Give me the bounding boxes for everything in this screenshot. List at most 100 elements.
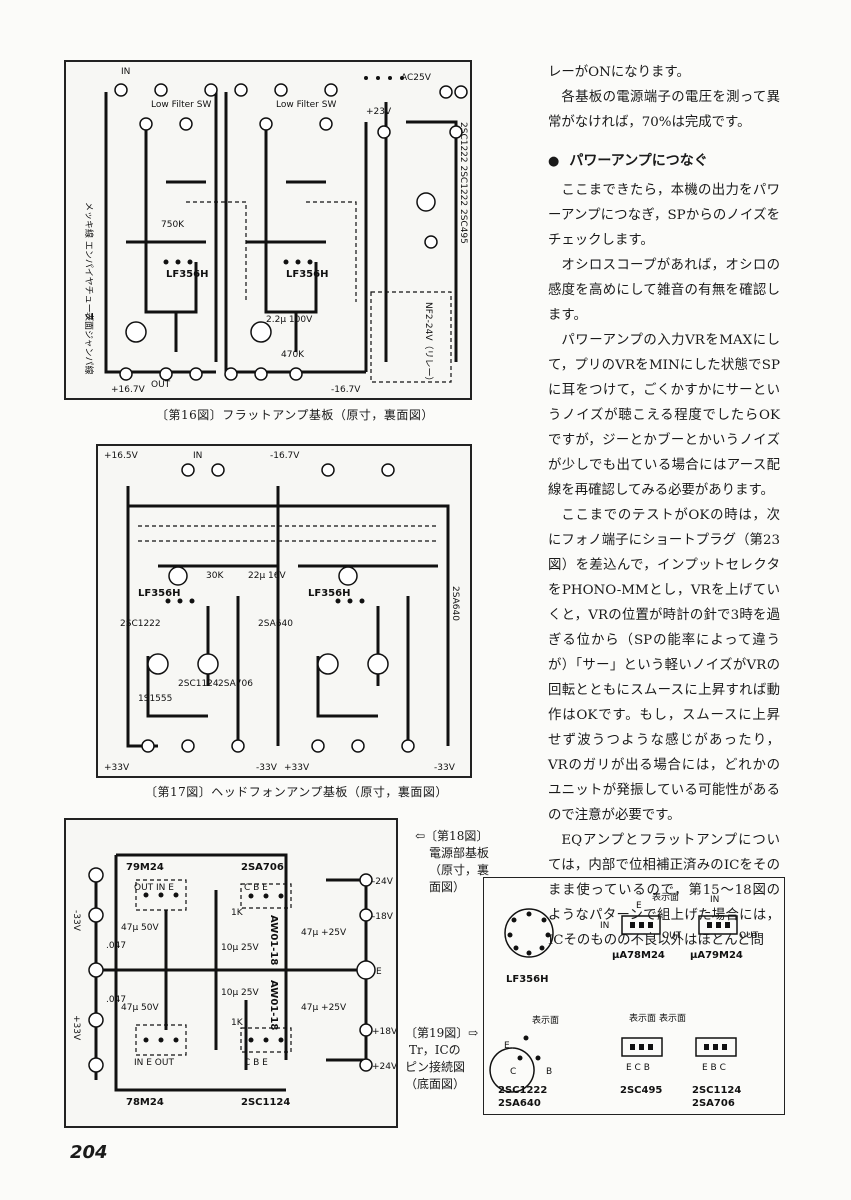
r1k-label-1: 1K <box>231 908 244 918</box>
pin-connection-diagram: LF356H μA78M24 μA79M24 表示面 E IN IN OUT O… <box>489 891 759 1109</box>
pins-top-label: OUT IN E <box>134 883 174 893</box>
lf356h-label-2: LF356H <box>286 269 328 280</box>
figure-19-side-caption: 〔第19図〕⇨ Tr，ICの ピン接続図 （底面図） <box>405 1025 478 1093</box>
p33v-label-1: +33V <box>104 763 130 773</box>
paragraph-6: ここまでのテストがOKの時は，次にフォノ端子にショートプラグ（第23図）を差込ん… <box>548 508 780 823</box>
figure-16-flat-amp-board: AC25V +23V +16.7V -16.7V LF356H LF356H メ… <box>64 60 472 400</box>
p24v-label: +24V <box>372 1062 396 1072</box>
c-pin-label: C <box>510 1067 516 1077</box>
in-label: IN <box>193 451 202 461</box>
m33v-label-2: -33V <box>434 763 456 773</box>
m167v-label: -16.7V <box>270 451 300 461</box>
t-2sc1124-label: 2SC1124 <box>178 679 219 689</box>
surface-label-top: 表示面 <box>652 891 679 903</box>
t-2sa640-label: 2SA640 <box>258 619 293 629</box>
p18v-label: +18V <box>372 1027 396 1037</box>
r750k-label: 750K <box>161 220 185 230</box>
figure-17-headphone-amp-board: +16.5V -16.7V +33V -33V +33V -33V LF356H… <box>96 444 472 778</box>
c047-label-2: .047 <box>106 995 126 1005</box>
e-label: E <box>376 967 382 977</box>
out-label: OUT <box>151 380 171 390</box>
body-text-column: レーがONになります。 各基板の電源端子の電圧を測って異常がなければ，70%は完… <box>548 60 780 953</box>
cbe-bot-label: C B E <box>244 1058 268 1068</box>
headphone-amp-pcb-diagram: +16.5V -16.7V +33V -33V +33V -33V LF356H… <box>104 451 460 773</box>
ic-78m24-label: 78M24 <box>126 1097 164 1108</box>
c47u25v-label-1: 47μ +25V <box>301 928 347 938</box>
fig19-side-line-1: 〔第19図〕⇨ <box>405 1026 479 1040</box>
t-2sc1124-label: 2SC1124 <box>692 1085 741 1096</box>
shield-wire-label: メッキ線 エンパイヤチューブ <box>83 202 95 321</box>
ac25v-label: AC25V <box>401 73 432 83</box>
transistor-list-label: 2SC1222 2SC1222 2SC495 <box>458 122 468 244</box>
page-number: 204 <box>70 1142 108 1163</box>
ua79m24-label: μA79M24 <box>690 950 743 961</box>
figure-19-pin-diagrams: LF356H μA78M24 μA79M24 表示面 E IN IN OUT O… <box>483 877 785 1115</box>
r470k-label: 470K <box>281 350 305 360</box>
paragraph-3: ここまできたら，本機の出力をパワーアンプにつなぎ，SPからのノイズをチェックしま… <box>548 183 780 248</box>
fig18-side-line-2: 電源部基板 <box>429 846 490 860</box>
c47u-label-1: 47μ 50V <box>121 923 159 933</box>
figure-16-caption: 〔第16図〕フラットアンプ基板（原寸，裏面図） <box>156 408 434 422</box>
c22u16v-label: 22μ 16V <box>248 571 286 581</box>
ic-79m24-label: 79M24 <box>126 862 164 873</box>
low-filter-sw-label: Low Filter SW <box>151 100 211 110</box>
b-pin-label: B <box>546 1067 552 1077</box>
fig18-side-line-1: ⇦〔第18図〕 <box>415 829 489 843</box>
p167v-label: +16.7V <box>111 385 146 395</box>
flat-amp-pcb-diagram: AC25V +23V +16.7V -16.7V LF356H LF356H メ… <box>83 67 468 395</box>
m24v-label: -24V <box>372 877 394 887</box>
fig18-side-line-3: （原寸，裏 <box>429 863 490 877</box>
aw01-label-1: AW01-18 <box>268 915 279 965</box>
t-2sa706-label: 2SA706 <box>218 679 253 689</box>
in-label: IN <box>121 67 130 77</box>
paragraph-2: 各基板の電源端子の電圧を測って異常がなければ，70%は完成です。 <box>548 90 780 130</box>
t-2sa706-label: 2SA706 <box>241 862 284 873</box>
pins-bot-label: IN E OUT <box>134 1058 174 1068</box>
r1k-label-2: 1K <box>231 1018 244 1028</box>
fig18-side-line-4: 面図） <box>429 880 466 894</box>
t-2sa640-right-label: 2SA640 <box>450 586 460 621</box>
lf356h-label-2: LF356H <box>308 588 350 599</box>
c047-label-1: .047 <box>106 941 126 951</box>
fig19-side-line-2: Tr，ICの <box>409 1043 461 1057</box>
figure-18-side-caption: ⇦〔第18図〕 電源部基板 （原寸，裏 面図） <box>415 828 489 896</box>
cbe-top-label: C B E <box>244 883 268 893</box>
figure-17-caption: 〔第17図〕ヘッドフォンアンプ基板（原寸，裏面図） <box>145 785 448 799</box>
lf356h-label: LF356H <box>506 974 548 985</box>
ua78m24-label: μA78M24 <box>612 950 665 961</box>
out-label-79: OUT <box>739 931 759 941</box>
p33v-label: +33V <box>71 1015 81 1041</box>
in-label-79: IN <box>710 895 719 905</box>
fig19-side-line-4: （底面図） <box>405 1077 466 1091</box>
p23v-label: +23V <box>366 107 392 117</box>
paragraph-7: EQアンプとフラットアンプについては，内部で位相補正済みのICをそのまま使ってい… <box>548 833 780 948</box>
e-pin-label: E <box>504 1041 510 1051</box>
c10u-label-2: 10μ 25V <box>221 988 259 998</box>
m18v-label: -18V <box>372 912 394 922</box>
c47u-label-2: 47μ 50V <box>121 1003 159 1013</box>
aw01-label-2: AW01-18 <box>268 980 279 1030</box>
figure-18-power-board: 79M24 78M24 2SA706 2SC1124 OUT IN E IN E… <box>64 818 398 1128</box>
ebc-label: E B C <box>702 1063 726 1073</box>
m167v-label: -16.7V <box>331 385 361 395</box>
in-label-78: IN <box>600 921 609 931</box>
power-pcb-diagram: 79M24 78M24 2SA706 2SC1124 OUT IN E IN E… <box>71 853 396 1108</box>
t-2sa706-label: 2SA706 <box>692 1098 735 1109</box>
surface-label-495: 表示面 <box>629 1012 656 1024</box>
t-2sa640-label: 2SA640 <box>498 1098 541 1109</box>
paragraph-1: レーがONになります。 <box>548 65 690 80</box>
relay-label: NF2-24V（リレー） <box>423 302 434 386</box>
p165v-label: +16.5V <box>104 451 139 461</box>
c47u25v-label-2: 47μ +25V <box>301 1003 347 1013</box>
section-heading: ●パワーアンプにつなぐ <box>548 149 780 174</box>
c10u-label-1: 10μ 25V <box>221 943 259 953</box>
t-2sc1222-label: 2SC1222 <box>498 1085 547 1096</box>
out-label-78: OUT <box>662 931 682 941</box>
surface-jumper-label: 表面ジャンパ線 <box>83 312 95 375</box>
diode-label: 1S1555 <box>138 694 172 704</box>
m33v-label: -33V <box>71 910 81 932</box>
fig19-side-line-3: ピン接続図 <box>405 1060 466 1074</box>
e-label-78: E <box>636 901 642 911</box>
c22u-label: 2.2μ 100V <box>266 315 313 325</box>
paragraph-4: オシロスコープがあれば，オシロの感度を高めにして雑音の有無を確認します。 <box>548 258 780 323</box>
